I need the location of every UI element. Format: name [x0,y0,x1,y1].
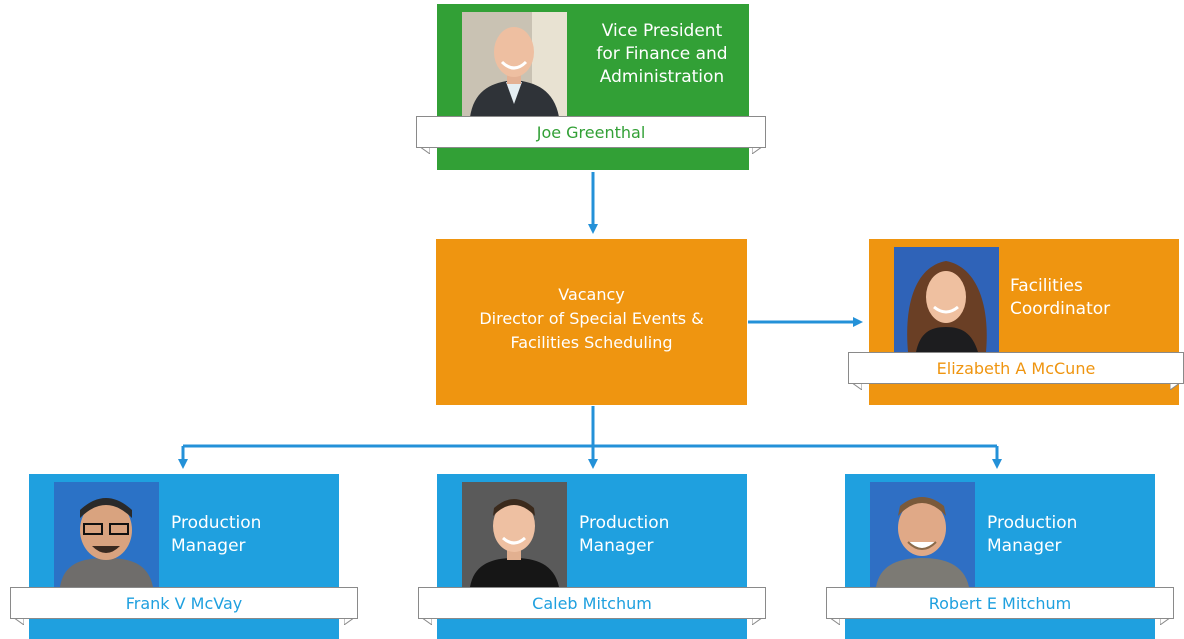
manager-1-name: Frank V McVay [10,587,358,619]
manager-3-photo [870,482,975,587]
manager-2-photo [462,482,567,587]
director-line-1: Vacancy [558,285,625,304]
manager-1-photo [54,482,159,587]
vp-name-ribbon: Joe Greenthal [416,116,766,154]
vp-name: Joe Greenthal [416,116,766,148]
manager-3-title: Production Manager [987,513,1078,556]
director-line-3: Facilities Scheduling [510,333,673,352]
manager-2-name-ribbon: Caleb Mitchum [418,587,766,625]
coordinator-title: Facilities Coordinator [1010,276,1111,319]
vp-title: Vice President for Finance and Administr… [596,21,728,87]
manager-3-name: Robert E Mitchum [826,587,1174,619]
vp-photo [462,12,567,117]
coordinator-name: Elizabeth A McCune [848,352,1184,384]
coordinator-name-ribbon: Elizabeth A McCune [848,352,1184,390]
director-text: Vacancy Director of Special Events & Fac… [436,283,747,355]
coordinator-photo [894,247,999,352]
manager-2-name: Caleb Mitchum [418,587,766,619]
manager-3-name-ribbon: Robert E Mitchum [826,587,1174,625]
director-box: Vacancy Director of Special Events & Fac… [436,239,747,405]
manager-2-title: Production Manager [579,513,670,556]
manager-1-title: Production Manager [171,513,262,556]
director-line-2: Director of Special Events & [479,309,704,328]
manager-1-name-ribbon: Frank V McVay [10,587,358,625]
